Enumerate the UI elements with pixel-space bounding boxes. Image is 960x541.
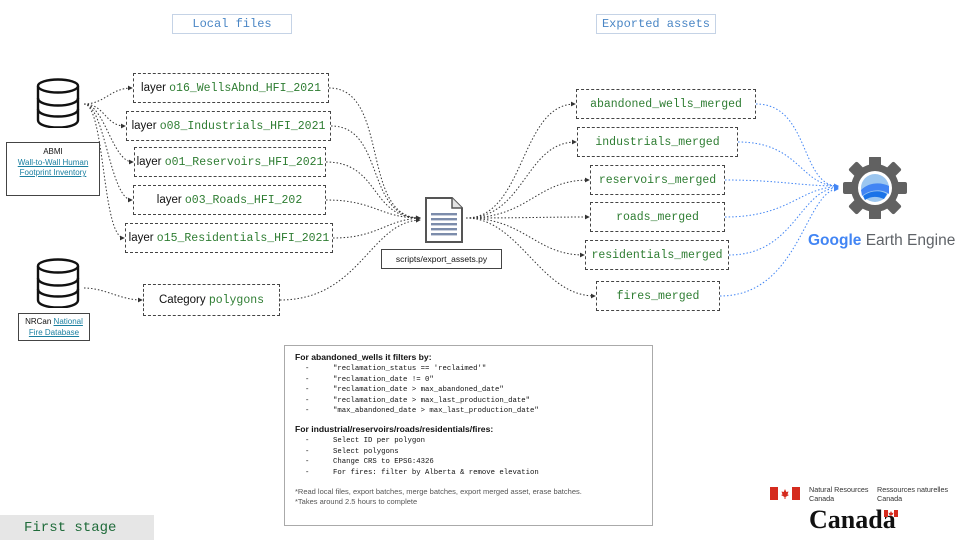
earth-engine-icon: [843, 157, 907, 219]
google-wordmark: Google: [808, 232, 862, 249]
layer-prefix: Category: [158, 294, 206, 306]
edge-out5-gee: [728, 185, 839, 256]
edge-script-out5: [465, 217, 585, 258]
nr-en-line2: Canada: [809, 494, 835, 503]
layer-name: o01_Reservoirs_HFI_2021: [164, 155, 324, 169]
earth-engine-text: Earth Engine: [865, 232, 956, 249]
local-file-fire-polygons: Category polygons: [143, 284, 280, 316]
local-file-reservoirs: layer o01_Reservoirs_HFI_2021: [134, 147, 326, 177]
filter-item: -"reclamation_status == 'reclaimed'": [305, 365, 487, 373]
footnote-duration: *Takes around 2.5 hours to complete: [295, 497, 418, 507]
layer-prefix: layer: [156, 194, 182, 206]
edge-layer1-script: [328, 87, 421, 221]
output-reservoirs: reservoirs_merged: [590, 165, 725, 195]
edge-script-out6: [465, 217, 596, 299]
edge-out3-gee: [724, 179, 839, 189]
header-local-files: Local files: [172, 14, 292, 34]
edge-script-out1: [465, 101, 576, 219]
layer-name: o16_WellsAbnd_HFI_2021: [169, 81, 321, 95]
notes-panel: For abandoned_wells it filters by: -"rec…: [284, 345, 653, 526]
canada-wordmark: Canada: [809, 505, 896, 534]
nr-english: Natural Resources Canada: [809, 485, 869, 503]
footnote-process: *Read local files, export batches, merge…: [295, 487, 582, 497]
local-file-residentials: layer o15_Residentials_HFI_2021: [125, 223, 333, 253]
edge-out1-gee: [755, 103, 839, 189]
edge-out2-gee: [737, 141, 839, 189]
edge-out4-gee: [724, 184, 839, 218]
layer-name: o03_Roads_HFI_202: [184, 193, 303, 207]
filter-item: -"reclamation_date != 0": [305, 375, 434, 384]
source-nrcan-name: NRCan: [25, 317, 52, 326]
local-file-roads: layer o03_Roads_HFI_202: [133, 185, 326, 215]
edge-layer5-script: [332, 215, 421, 239]
filter-item: -"reclamation_date > max_last_production…: [305, 396, 531, 405]
document-icon: [425, 197, 463, 243]
edge-script-out4: [465, 214, 590, 220]
step-item: -For fires: filter by Alberta & remove e…: [305, 468, 539, 477]
layer-prefix: layer: [128, 232, 154, 244]
output-residentials: residentials_merged: [585, 240, 729, 270]
layer-prefix: layer: [136, 156, 162, 168]
source-nrcan-link[interactable]: National Fire Database: [28, 317, 83, 337]
edge-nrcan-category: [83, 287, 143, 303]
source-abmi: ABMI Wall-to-Wall Human Footprint Invent…: [6, 142, 100, 196]
notes-heading-abandoned: For abandoned_wells it filters by:: [295, 352, 432, 362]
output-industrials: industrials_merged: [577, 127, 738, 157]
nr-french: Ressources naturelles Canada: [877, 485, 948, 503]
edge-script-out3: [465, 177, 590, 219]
stage-label: First stage: [0, 515, 154, 540]
edge-abmi-layer1: [83, 85, 133, 105]
edge-abmi-layer4: [83, 103, 133, 203]
edge-layer4-script: [325, 199, 421, 221]
source-abmi-name: ABMI: [43, 147, 63, 156]
output-abandoned-wells: abandoned_wells_merged: [576, 89, 756, 119]
edge-script-out2: [465, 139, 577, 219]
nr-en-line1: Natural Resources: [809, 485, 869, 494]
layer-name: polygons: [208, 293, 265, 307]
layer-prefix: layer: [131, 120, 157, 132]
edge-out6-gee: [719, 186, 839, 297]
local-file-industrials: layer o08_Industrials_HFI_2021: [126, 111, 331, 141]
database-icon: [36, 258, 80, 308]
step-item: -Select polygons: [305, 447, 399, 456]
layer-prefix: layer: [141, 82, 166, 94]
source-nrcan: NRCan National Fire Database: [18, 313, 90, 341]
canada-wordmark-flag-icon: [884, 510, 898, 517]
layer-name: o15_Residentials_HFI_2021: [156, 231, 330, 245]
database-icon: [36, 78, 80, 128]
step-item: -Select ID per polygon: [305, 436, 425, 445]
canada-flag-icon: [770, 487, 800, 500]
nr-fr-line2: Canada: [877, 494, 903, 503]
filter-item: -"reclamation_date > max_abandoned_date": [305, 386, 504, 395]
edge-layer3-script: [325, 161, 421, 221]
filter-item: -"max_abandoned_date > max_last_producti…: [305, 407, 539, 416]
source-abmi-link[interactable]: Wall-to-Wall Human Footprint Inventory: [17, 157, 89, 178]
edge-layer2-script: [330, 125, 421, 221]
output-fires: fires_merged: [596, 281, 720, 311]
script-label: scripts/export_assets.py: [381, 249, 502, 269]
step-item: -Change CRS to EPSG:4326: [305, 458, 434, 467]
layer-name: o08_Industrials_HFI_2021: [159, 119, 326, 133]
notes-heading-others: For industrial/reservoirs/roads/resident…: [295, 423, 494, 434]
output-roads: roads_merged: [590, 202, 725, 232]
local-file-wells: layer o16_WellsAbnd_HFI_2021: [133, 73, 329, 103]
header-exported-assets: Exported assets: [596, 14, 716, 34]
earth-engine-wordmark: Google Earth Engine: [808, 232, 955, 250]
nr-fr-line1: Ressources naturelles: [877, 485, 949, 494]
edge-abmi-layer3: [83, 103, 134, 165]
